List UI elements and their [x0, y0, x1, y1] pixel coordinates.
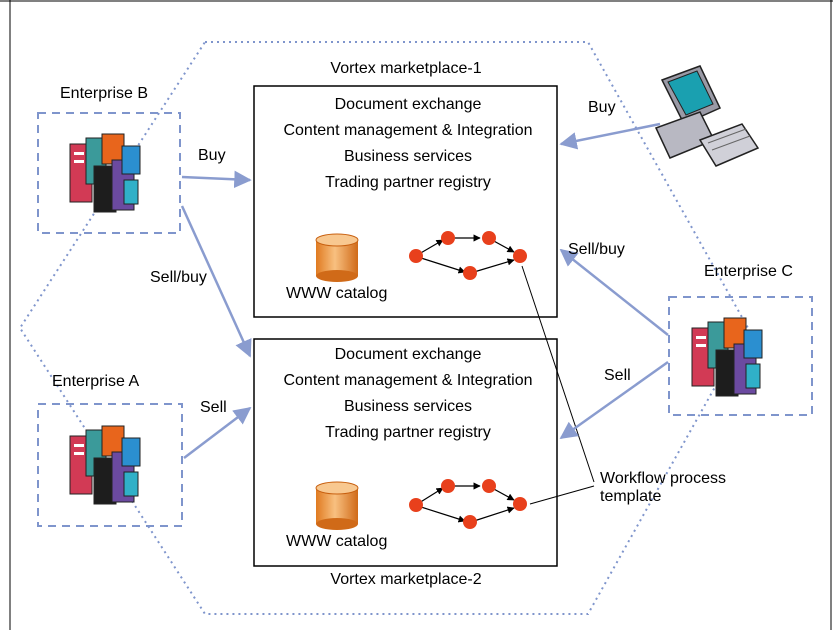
marketplace-boundary-hexagon — [18, 41, 750, 615]
workflow-node — [513, 249, 527, 263]
workflow-node — [482, 231, 496, 245]
flow-label-sell: Sell — [200, 399, 227, 416]
catalog-database-icon — [315, 233, 359, 282]
workflow-node — [409, 249, 423, 263]
service-item: Trading partner registry — [325, 424, 491, 441]
server-cluster-icon — [691, 317, 763, 397]
flow-label-sell: Sell — [604, 367, 631, 384]
enterprise-b-label: Enterprise B — [60, 85, 149, 102]
workflow-graph — [409, 479, 527, 529]
enterprise-b-box — [37, 112, 181, 234]
catalog-database-icon — [315, 481, 359, 530]
arrow-c-sell — [559, 360, 669, 440]
workflow-node — [441, 479, 455, 493]
arrow-c-sellbuy — [559, 248, 669, 336]
workflow-label-line: template — [600, 488, 662, 505]
arrow-b-buy — [181, 170, 252, 189]
service-item: Content management & Integration — [283, 122, 533, 139]
service-item: Document exchange — [334, 96, 482, 113]
service-item: Business services — [343, 398, 473, 415]
enterprise-a-box — [37, 403, 183, 527]
service-item: Trading partner registry — [325, 174, 491, 191]
marketplace-2-title: Vortex marketplace-2 — [330, 571, 482, 588]
workflow-graph — [409, 231, 527, 280]
catalog-label: WWW catalog — [286, 285, 388, 302]
workflow-pointer-line — [521, 265, 595, 483]
marketplace-1-services: Document exchange Content management & I… — [260, 92, 556, 196]
server-cluster-icon — [69, 425, 141, 505]
service-item: Document exchange — [334, 346, 482, 363]
workflow-node — [409, 498, 423, 512]
workflow-label-line: Workflow process — [600, 470, 726, 487]
workflow-node — [463, 515, 477, 529]
computer-terminal-icon — [654, 65, 760, 167]
workflow-node — [463, 266, 477, 280]
flow-label-buy: Buy — [588, 99, 616, 116]
workflow-node — [513, 497, 527, 511]
marketplace-2-services: Document exchange Content management & I… — [260, 342, 556, 446]
enterprise-c-label: Enterprise C — [704, 263, 793, 280]
workflow-pointer-line — [529, 485, 595, 505]
marketplace-1-box — [253, 85, 558, 318]
arrow-pc-buy — [559, 122, 661, 150]
workflow-template-label: Workflow process template — [600, 470, 726, 506]
arrow-a-sell — [183, 406, 252, 459]
service-item: Content management & Integration — [283, 372, 533, 389]
arrow-b-sellbuy — [180, 205, 252, 358]
marketplace-1-title: Vortex marketplace-1 — [330, 60, 482, 77]
enterprise-c-box — [668, 296, 813, 416]
server-cluster-icon — [69, 133, 141, 213]
workflow-node — [441, 231, 455, 245]
service-item: Business services — [343, 148, 473, 165]
enterprise-a-label: Enterprise A — [52, 373, 140, 390]
marketplace-2-box — [253, 338, 558, 567]
flow-label-sellbuy: Sell/buy — [568, 241, 625, 258]
flow-label-buy: Buy — [198, 147, 226, 164]
catalog-label: WWW catalog — [286, 533, 388, 550]
flow-label-sellbuy: Sell/buy — [150, 269, 207, 286]
workflow-node — [482, 479, 496, 493]
